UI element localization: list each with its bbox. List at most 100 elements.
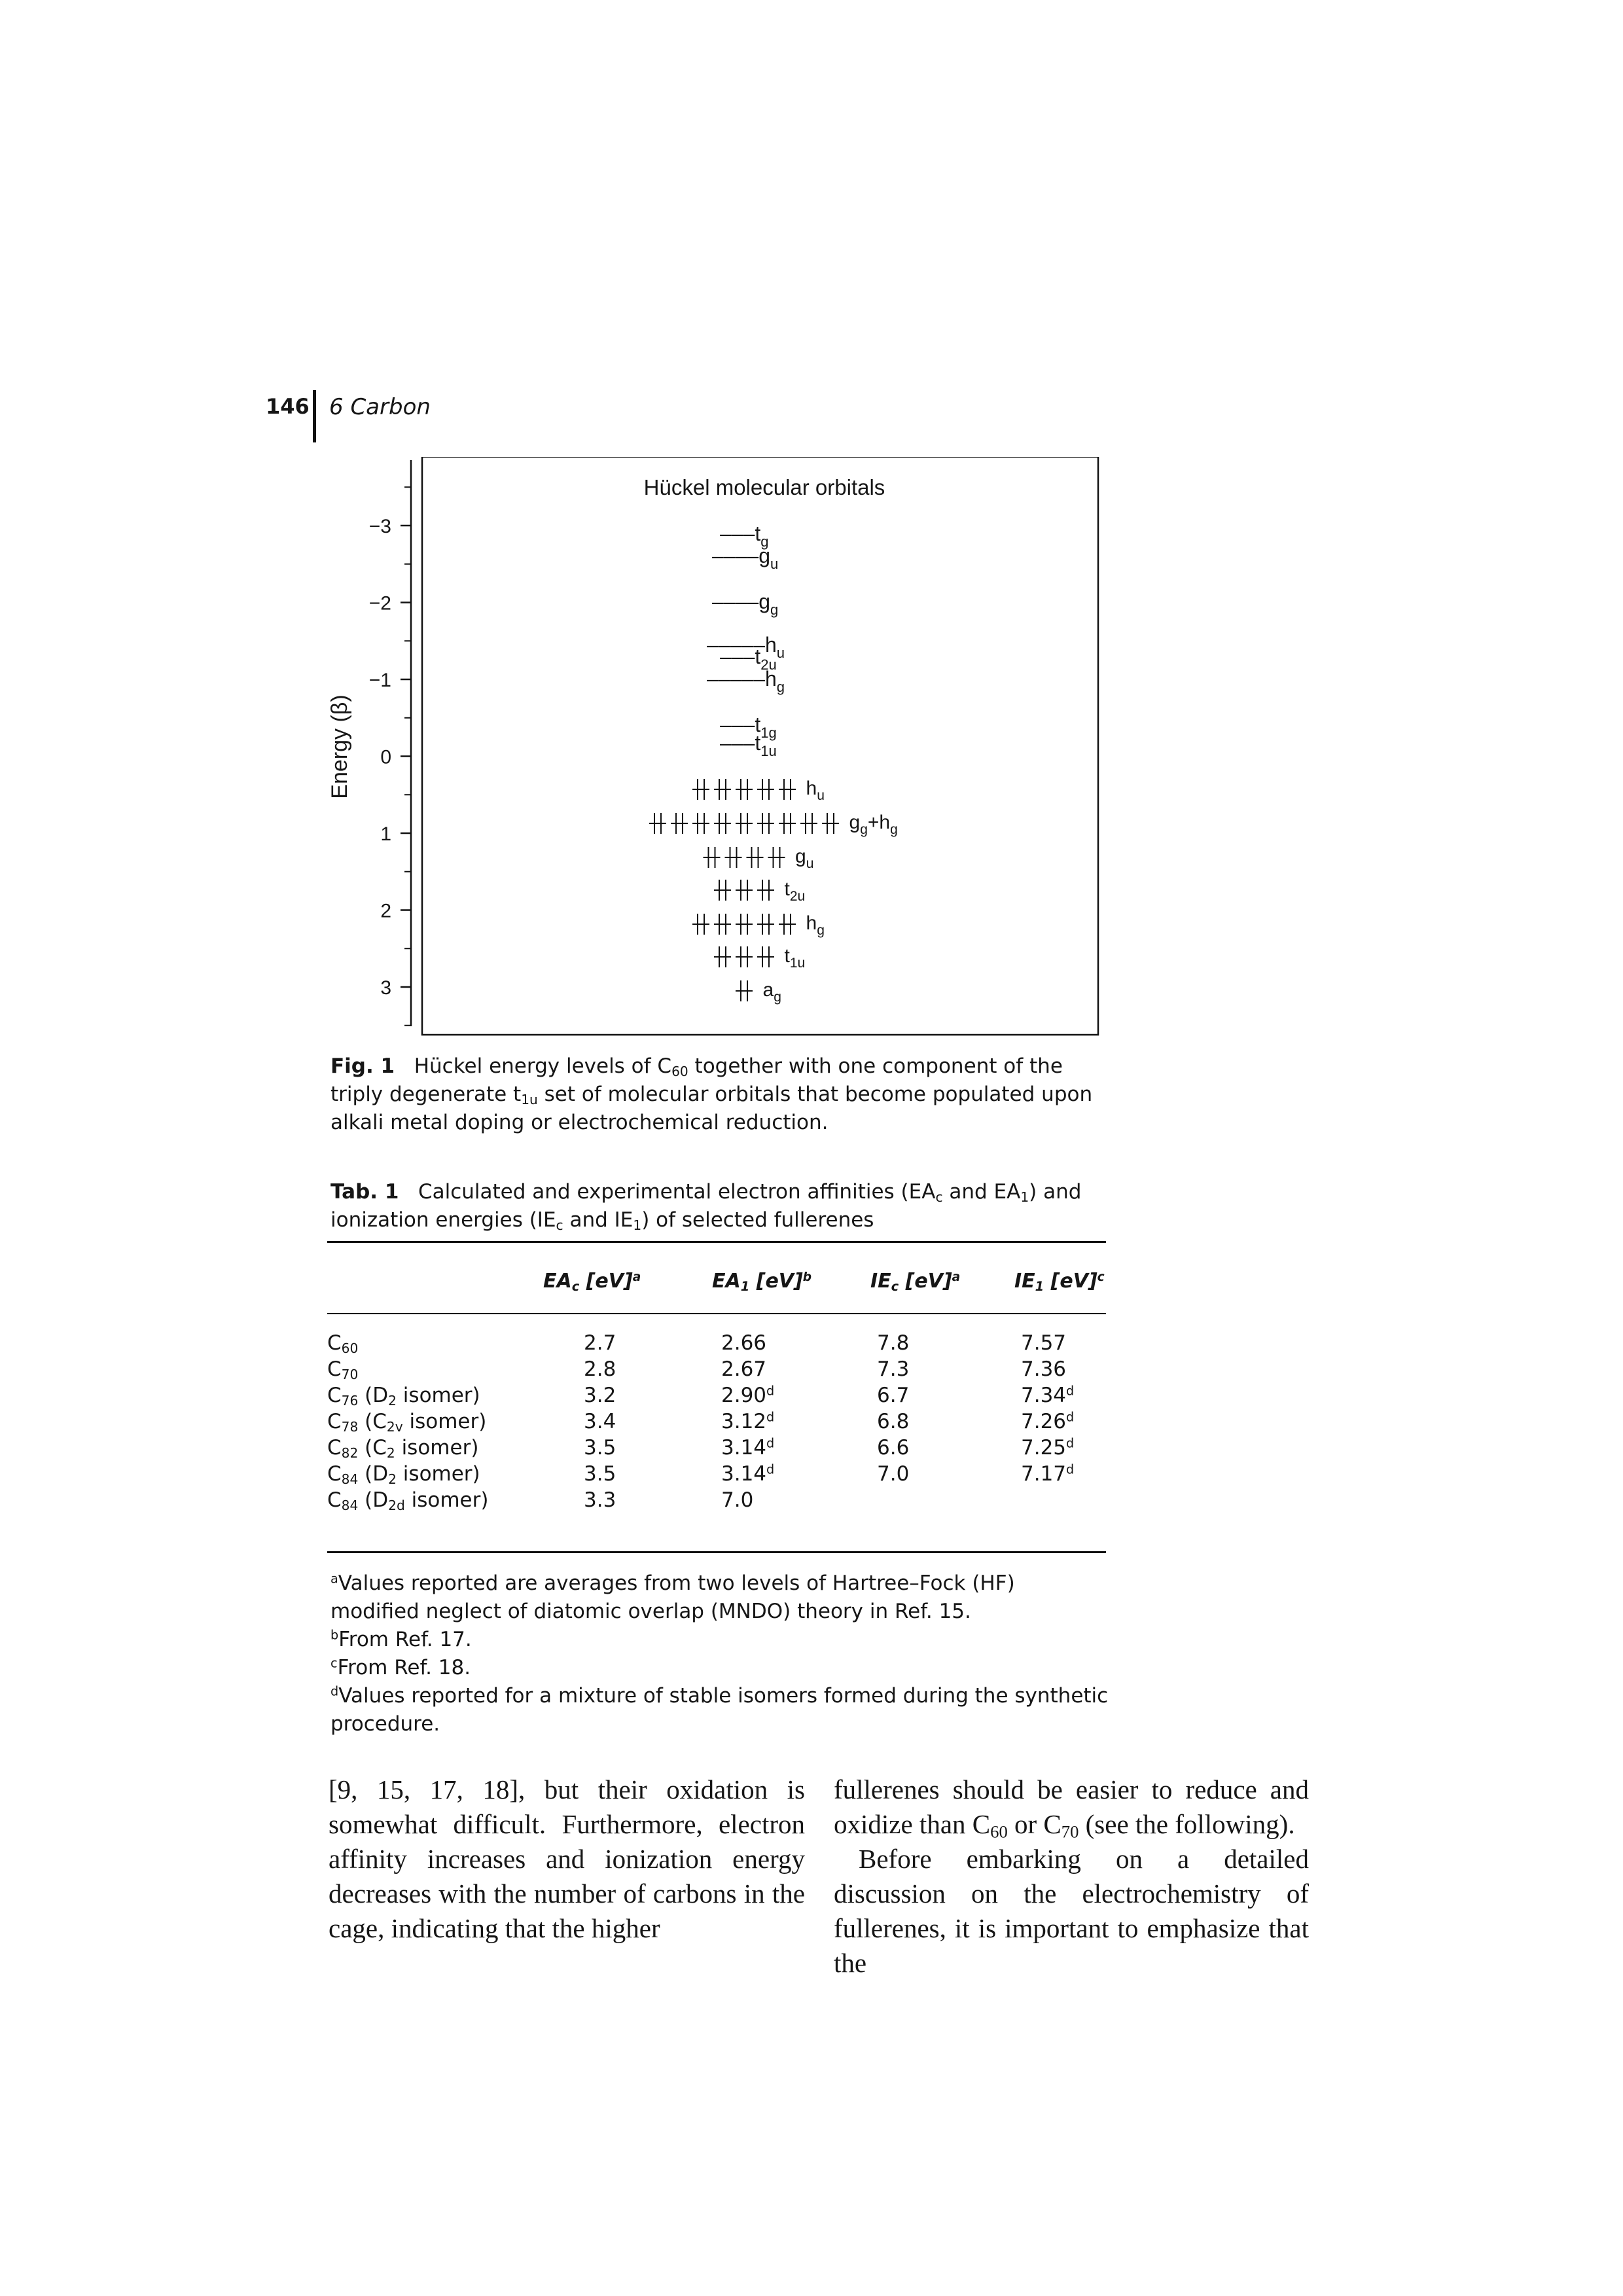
table-row: C76 (D2 isomer) 3.2 2.90d 6.7 7.34d [327, 1382, 1106, 1408]
occupied-level-label: t1u [785, 945, 806, 971]
body-paragraph: fullerenes should be easier to reduce an… [834, 1774, 1309, 1842]
unoccupied-level: –––t1g [720, 713, 777, 741]
col-header-iec: IEc [eV]a [870, 1270, 961, 1294]
occupied-level-label: hu [806, 778, 825, 803]
table-cell: 7.57 [1021, 1331, 1067, 1355]
occupied-level: t2u [714, 878, 805, 904]
fullerene-name: C84 (D2d isomer) [327, 1488, 489, 1514]
occupied-level: ag [736, 979, 781, 1005]
fullerene-name: C78 (C2v isomer) [327, 1410, 487, 1435]
table-cell: 6.7 [877, 1384, 910, 1407]
table-row: C84 (D2 isomer) 3.5 3.14d 7.0 7.17d [327, 1461, 1106, 1487]
occupied-level: gu [703, 846, 813, 871]
unoccupied-level: –––––hu [707, 633, 785, 661]
plot-frame [421, 457, 1099, 1036]
footnote: dValues reported for a mixture of stable… [330, 1683, 1109, 1736]
occupied-level-label: ag [763, 979, 781, 1005]
y-tick-label: 0 [380, 747, 391, 768]
col-header-eac: EAc [eV]a [543, 1270, 641, 1294]
footnote: aValues reported are averages from two l… [330, 1571, 1015, 1623]
y-tick-label: −3 [369, 516, 391, 537]
fullerene-name: C84 (D2 isomer) [327, 1462, 480, 1488]
footnote: cFrom Ref. 18. [330, 1655, 471, 1679]
table-footnotes: aValues reported are averages from two l… [330, 1570, 1109, 1738]
occupied-level: t1u [714, 945, 805, 971]
table-cell: 3.5 [584, 1462, 616, 1486]
unoccupied-level: –––––hg [707, 667, 785, 695]
chapter-title: 6 Carbon [329, 394, 431, 420]
table-cell [1021, 1487, 1106, 1513]
unoccupied-level: –––t2u [720, 645, 777, 673]
y-tick-label: 3 [380, 977, 391, 999]
table-caption: Tab. 1 Calculated and experimental elect… [330, 1178, 1109, 1234]
y-tick-label: −2 [369, 593, 391, 615]
table-row: C82 (C2 isomer) 3.5 3.14d 6.6 7.25d [327, 1435, 1106, 1461]
body-column-left: [9, 15, 17, 18], but their oxidation is … [329, 1772, 805, 1946]
occupied-level-label: gu [795, 846, 813, 871]
col-header-ie1: IE1 [eV]c [1014, 1270, 1105, 1294]
table-cell: 6.8 [877, 1410, 910, 1433]
table-cell: 7.17d [1021, 1462, 1075, 1486]
table-caption-text: Calculated and experimental electron aff… [330, 1180, 1082, 1234]
huckel-energy-diagram: −3 −2 −1 0 1 2 3 Hückel molecular orbitals Ene… [327, 457, 1099, 1036]
occupied-level-label: t2u [785, 878, 806, 904]
y-axis-label: Energy (β) [327, 694, 352, 798]
table-cell: 7.34d [1021, 1383, 1075, 1407]
table-cell: 7.25d [1021, 1435, 1075, 1460]
col-header-ea1: EA1 [eV]b [712, 1270, 812, 1294]
energy-axis: −3 −2 −1 0 1 2 3 [369, 460, 412, 1026]
body-paragraph: Before embarking on a detailed discussio… [834, 1844, 1309, 1978]
y-tick-label: 1 [380, 823, 391, 845]
y-tick-label: −1 [369, 670, 391, 691]
table-header-row: EAc [eV]a EA1 [eV]b IEc [eV]a IE1 [eV]c [327, 1270, 1106, 1302]
table-row: C60 2.7 2.66 7.8 7.57 [327, 1330, 1106, 1356]
table-cell [877, 1487, 1021, 1513]
fullerene-name: C70 [327, 1357, 359, 1383]
table-cell: 7.8 [877, 1331, 910, 1355]
table-cell: 2.7 [584, 1331, 616, 1355]
unoccupied-level: –––tg [720, 522, 769, 550]
figure-label: Fig. 1 [330, 1054, 395, 1078]
table-cell: 7.26d [1021, 1409, 1075, 1433]
table-cell: 3.12d [721, 1409, 775, 1433]
table-cell: 3.14d [721, 1462, 775, 1486]
fullerene-name: C76 (D2 isomer) [327, 1384, 480, 1409]
table-cell: 6.6 [877, 1436, 910, 1460]
figure-caption-text: Hückel energy levels of C60 together wit… [330, 1054, 1093, 1134]
table-cell: 7.3 [877, 1357, 910, 1381]
table-cell: 3.5 [584, 1436, 616, 1460]
fullerene-name: C82 (C2 isomer) [327, 1436, 479, 1462]
body-column-right: fullerenes should be easier to reduce an… [834, 1772, 1309, 1981]
page-number: 146 [266, 394, 310, 419]
table-cell: 2.66 [721, 1331, 767, 1355]
table-cell: 3.4 [584, 1410, 616, 1433]
table-rule-mid [327, 1313, 1106, 1314]
table-cell: 2.90d [721, 1383, 775, 1407]
occupied-level-label: hg [806, 912, 825, 938]
table-rule-bottom [327, 1551, 1106, 1553]
occupied-level: gg+hg [649, 812, 898, 837]
body-paragraph: [9, 15, 17, 18], but their oxidation is … [329, 1774, 805, 1943]
table-rule-top [327, 1241, 1106, 1243]
table-cell: 2.8 [584, 1357, 616, 1381]
table-cell: 2.67 [721, 1357, 767, 1381]
table-cell: 3.2 [584, 1384, 616, 1407]
fullerene-name: C60 [327, 1331, 359, 1357]
table-cell: 7.36 [1021, 1357, 1067, 1381]
unoccupied-level: ––––gu [712, 544, 778, 572]
diagram-title: Hückel molecular orbitals [644, 475, 885, 499]
figure-caption: Fig. 1 Hückel energy levels of C60 toget… [330, 1052, 1109, 1137]
table-cell: 3.3 [584, 1488, 616, 1512]
table-row: C78 (C2v isomer) 3.4 3.12d 6.8 7.26d [327, 1408, 1106, 1435]
table-cell: 3.14d [721, 1435, 775, 1460]
table-label: Tab. 1 [330, 1180, 399, 1204]
y-tick-label: 2 [380, 901, 391, 922]
unoccupied-levels: –––tg––––gu––––gg–––––hu–––t2u–––––hg–––… [707, 522, 785, 759]
occupied-level-label: gg+hg [849, 812, 898, 837]
footnote: bFrom Ref. 17. [330, 1627, 472, 1651]
header-divider [313, 390, 316, 442]
table-cell: 7.0 [877, 1462, 910, 1486]
occupied-level: hu [692, 778, 825, 803]
